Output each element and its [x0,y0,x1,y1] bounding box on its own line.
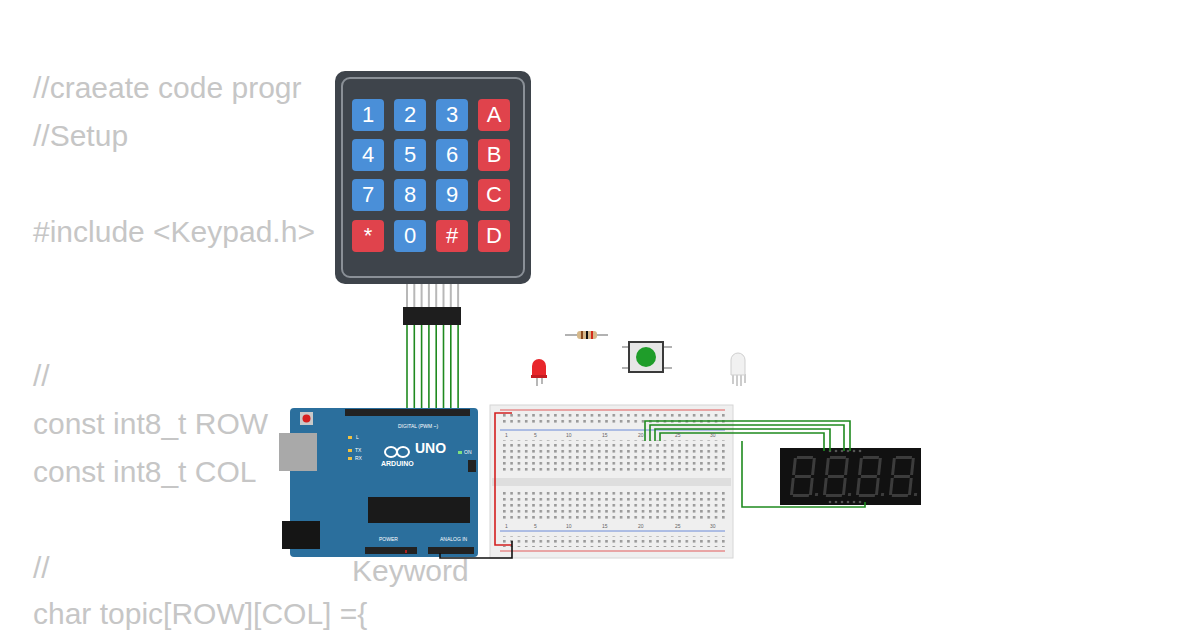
column-number: 1 [505,433,508,438]
pin-label: ON [464,450,472,455]
key-label: 1 [362,104,374,126]
column-number: 10 [566,524,572,529]
display-wires [645,421,865,507]
keypad-key: * [352,220,384,252]
push-button [622,341,672,373]
key-label: 4 [362,144,374,166]
keypad-key: 9 [436,179,468,211]
column-number: 25 [675,433,681,438]
board-label: POWER [379,537,398,542]
key-label: 5 [404,144,416,166]
key-label: B [487,144,502,166]
column-number: 30 [710,433,716,438]
key-label: # [446,225,458,247]
keypad-key: # [436,220,468,252]
code-text: //Setup [33,121,128,151]
column-number: 5 [534,433,537,438]
keypad-key: B [478,139,510,171]
pin-label: L [356,435,359,440]
column-number: 20 [638,433,644,438]
key-label: C [486,184,502,206]
keypad-key: 4 [352,139,384,171]
key-label: * [364,225,373,247]
column-number: 5 [534,524,537,529]
column-number: 25 [675,524,681,529]
key-label: 3 [446,104,458,126]
key-label: 9 [446,184,458,206]
keypad-key: 1 [352,99,384,131]
key-label: 6 [446,144,458,166]
resistor-symbol [565,331,608,339]
keypad-key: C [478,179,510,211]
key-label: 0 [404,225,416,247]
code-text: const int8_t ROW [33,409,268,439]
board-label: ARDUINO [381,460,414,467]
keypad-key: D [478,220,510,252]
board-label: UNO [415,441,446,455]
keypad-wires [407,325,458,413]
keypad-key: 8 [394,179,426,211]
key-label: 2 [404,104,416,126]
pin-label: RX [355,456,362,461]
keypad-key: 3 [436,99,468,131]
column-number: 10 [566,433,572,438]
key-label: A [487,104,502,126]
key-label: 8 [404,184,416,206]
key-label: 7 [362,184,374,206]
column-number: 30 [710,524,716,529]
column-number: 20 [638,524,644,529]
code-text: // [33,361,50,391]
keypad [335,71,531,325]
seven-segment-display [780,448,921,505]
code-text: // [33,553,50,583]
column-number: 15 [602,433,608,438]
key-label: D [486,225,502,247]
arduino-uno [279,408,478,557]
keypad-key: 0 [394,220,426,252]
keypad-key: A [478,99,510,131]
board-label: DIGITAL (PWM ~) [398,424,438,429]
power-wires [406,413,512,558]
code-text: const int8_t COL [33,457,256,487]
code-text: #include <Keypad.h> [33,217,315,247]
red-led [531,359,547,386]
keypad-key: 7 [352,179,384,211]
code-text: char topic[ROW][COL] ={ [33,599,367,629]
code-text: //craeate code progr [33,73,302,103]
breadboard [490,405,733,558]
pin-label: TX [355,448,361,453]
column-number: 15 [602,524,608,529]
keypad-key: 6 [436,139,468,171]
board-label: ANALOG IN [440,537,467,542]
rgb-led [731,353,745,386]
column-number: 1 [505,524,508,529]
keypad-key: 5 [394,139,426,171]
code-text: Keyword [352,556,469,586]
keypad-key: 2 [394,99,426,131]
